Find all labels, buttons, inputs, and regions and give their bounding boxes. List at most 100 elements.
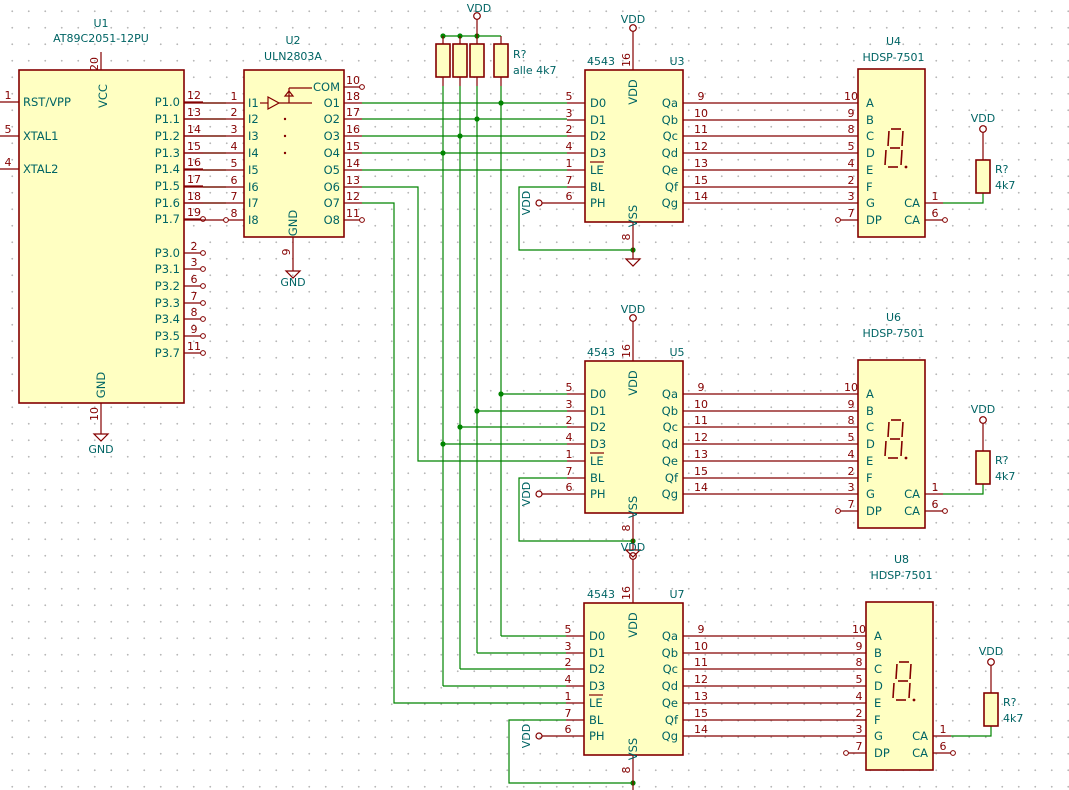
u2-pin-name: I6 [248,180,259,194]
display-pin-name: G [866,487,875,501]
decoder-pin-num: 4 [566,140,573,153]
display-pin-num: 10 [844,381,858,394]
display-value: HDSP-7501 [862,51,924,64]
u2-pin-name: O7 [324,196,340,210]
decoder-pin-num: 7 [565,707,572,720]
decoder-value: 4543 [587,55,615,68]
decoder-pin-name: D0 [590,96,606,110]
display-pin-num: 1 [932,481,939,494]
decoder-pin-name: LE [590,163,604,177]
pull-resistor-body[interactable] [975,159,991,194]
pull-resistor-body[interactable] [975,450,991,485]
u1-pin-num: 3 [191,256,198,269]
pin-endpoint [835,217,841,223]
decoder-2-body[interactable] [584,360,684,514]
decoder-vss-name: VSS [626,738,640,760]
decoder-pin-num: 10 [694,398,708,411]
decoder-pin-name: LE [590,454,604,468]
decoder-pin-name: Qd [662,146,678,160]
u2-pin-name: O3 [324,129,340,143]
decoder-vss-name: VSS [626,205,640,227]
segment-icon [909,663,912,680]
u2-body[interactable] [243,69,345,238]
decoder-vdd-name: VDD [626,79,640,105]
decoder-pin-name: D0 [589,629,605,643]
u1-pin-name: P1.3 [155,146,180,160]
display-pin-name: CA [912,729,928,743]
resistor-body[interactable] [493,43,509,78]
u2-pin-num: 17 [346,106,360,119]
segment-icon [887,421,890,438]
decoder-pin-num: 9 [698,90,705,103]
decoder-pin-num: 15 [694,707,708,720]
decoder-pin-name: BL [590,471,605,485]
decoder-vss-num: 8 [620,767,633,774]
resistor-body[interactable] [435,43,451,78]
display-3-body[interactable] [865,601,934,771]
u1-pin-num: 9 [191,323,198,336]
pull-value: 4k7 [1003,712,1023,725]
decoder-pin-name: D2 [589,662,605,676]
display-pin-num: 9 [848,107,855,120]
bl-tie-wire [518,186,633,251]
segment-icon [892,682,895,699]
decoder-pin-num: 6 [565,723,572,736]
gnd-symbol [92,433,110,442]
pull-resistor-body[interactable] [983,692,999,727]
vdd-symbol [987,658,995,666]
u2-pin-name: COM [313,80,340,94]
display-pin-num: 5 [848,140,855,153]
display-pin-num: 1 [932,190,939,203]
u1-pin-num: 4 [5,156,12,169]
u2-ref: U2 [285,34,300,47]
u2-pin-num: 1 [231,90,238,103]
u1-pin-num: 19 [187,206,201,219]
pull-wire [943,484,984,495]
display-2-body[interactable] [857,359,926,529]
u1-pin-name: P3.5 [155,329,180,343]
ph-vdd-symbol [535,490,543,498]
pin-endpoint [942,508,948,514]
display-ref: U4 [886,35,901,48]
u2-pin-num: 8 [231,207,238,220]
display-pin-name: D [866,146,875,160]
u2-pin-name: O2 [324,112,340,126]
u2-pin-num: 2 [231,106,238,119]
le-wire [362,202,566,704]
resistor-body[interactable] [469,43,485,78]
display-pin-name: C [866,129,874,143]
diode-icon [283,90,295,97]
pin-endpoint [200,266,206,272]
decoder-pin-name: Qc [663,129,678,143]
display-pin-num: 3 [856,723,863,736]
display-pin-num: 8 [856,656,863,669]
decoder-1-body[interactable] [584,69,684,223]
u1-pin-num: 1 [5,89,12,102]
display-pin-name: A [874,629,882,643]
display-pin-name: A [866,387,874,401]
decoder-pin-num: 3 [566,398,573,411]
decoder-pin-name: PH [589,729,605,743]
display-pin-num: 9 [848,398,855,411]
gnd-symbol [624,549,642,558]
u1-pin-name: XTAL1 [23,129,58,143]
resistor-body[interactable] [452,43,468,78]
display-pin-name: E [874,696,881,710]
display-1-body[interactable] [857,68,926,238]
gnd-symbol [624,258,642,267]
u2-pin-name: I2 [248,112,259,126]
decoder-pin-num: 13 [694,690,708,703]
decoder-value: 4543 [587,588,615,601]
decoder-pin-name: Qd [662,437,678,451]
u1-pin-name: P1.1 [155,112,180,126]
display-pin-name: A [866,96,874,110]
u2-pin-num: 14 [346,157,360,170]
u1-pin-name: P1.0 [155,95,180,109]
u2-pin-name: O1 [324,96,340,110]
decoder-pin-name: Qe [662,163,678,177]
u1-pin-name: P3.2 [155,279,180,293]
decoder-pin-num: 13 [694,448,708,461]
segment-icon [901,421,904,438]
display-pin-name: B [866,404,874,418]
